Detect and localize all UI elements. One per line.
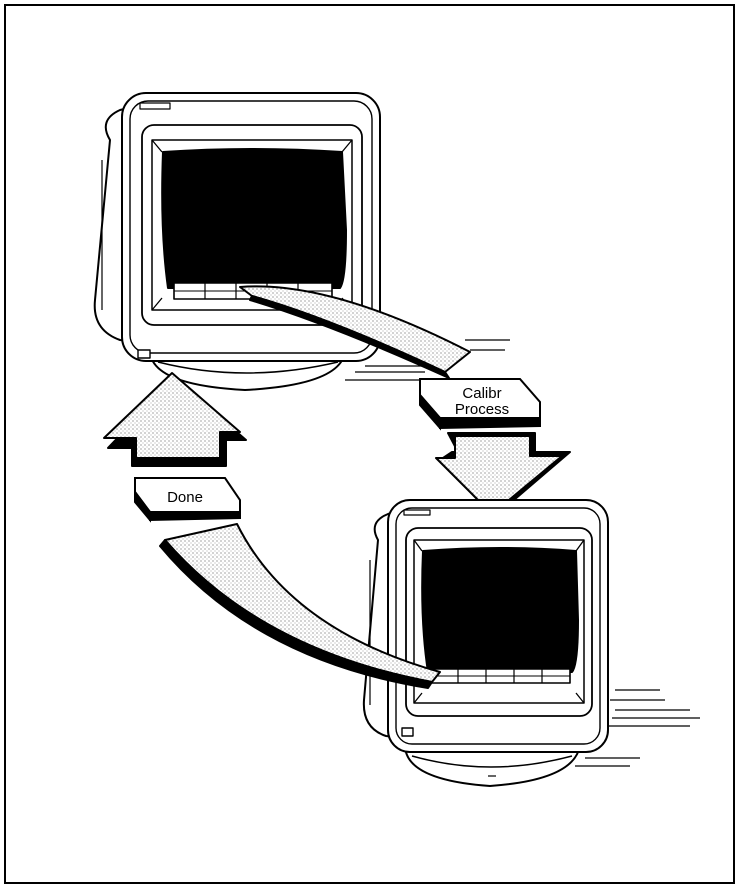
done-key[interactable]: Done (134, 477, 241, 523)
calibr-process-key[interactable]: Calibr Process (419, 378, 541, 431)
motion-lines-top (345, 339, 510, 381)
bottom-monitor (362, 499, 609, 787)
ribbon-to-done (159, 523, 441, 689)
top-monitor (93, 92, 381, 391)
up-arrow-icon (103, 372, 247, 467)
process-label: Process (455, 401, 509, 418)
calibr-label: Calibr (462, 385, 501, 402)
done-label: Done (167, 489, 203, 506)
motion-lines-bottom (488, 689, 700, 777)
